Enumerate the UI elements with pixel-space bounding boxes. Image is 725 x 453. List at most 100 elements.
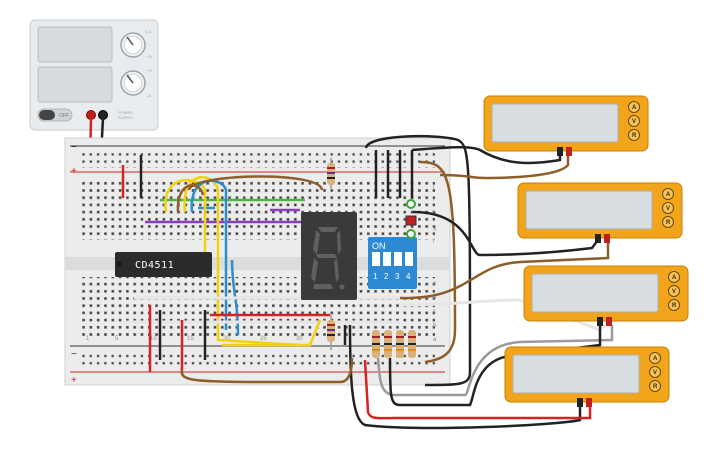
dip-number-1: 1 [373, 272, 378, 281]
multimeter-2[interactable]: A V R [517, 182, 683, 243]
brand-line-2: SUPPLY [118, 115, 134, 120]
wire-to-meter-1-brown[interactable] [439, 152, 570, 180]
wire-brown-right[interactable] [419, 160, 457, 364]
dip-toggle-3[interactable] [394, 252, 402, 266]
multimeter-2-com-probe[interactable] [595, 234, 601, 243]
multimeter-3-btn-a[interactable] [668, 271, 680, 283]
voltage-display [37, 26, 113, 63]
multimeter-2-label-v: V [666, 206, 670, 212]
resistor-top[interactable] [327, 158, 335, 190]
multimeter-4-btn-r[interactable] [649, 380, 661, 392]
multimeter-3-btn-v[interactable] [668, 285, 680, 297]
dip-toggle-2[interactable] [383, 252, 391, 266]
probe-green-2[interactable] [406, 229, 416, 239]
multimeter-1-pos-probe[interactable] [566, 147, 572, 156]
knob-label-cc: C.C. [145, 29, 153, 34]
multimeter-4-pos-probe[interactable] [586, 398, 592, 407]
wire-to-meter-3-white[interactable] [399, 298, 607, 332]
col-number-1: 1 [86, 336, 90, 342]
col-number-15: 15 [187, 336, 194, 342]
power-supply[interactable]: C.C. CV +V -A OFF POWER SUPPLY [29, 19, 159, 131]
multimeter-1-label-v: V [632, 119, 636, 125]
wire-brown-1[interactable] [176, 184, 205, 213]
row-letter-c: c [433, 309, 436, 315]
col-number-5: 5 [115, 336, 119, 342]
column-numbers: 1 5 10 15 20 25 30 [86, 336, 303, 342]
knob-label-v: +V [147, 68, 152, 73]
rail-plus-top: + [71, 166, 77, 177]
row-letter-e: e [433, 281, 437, 287]
cd4511-chip[interactable]: CD4511 [115, 252, 212, 277]
wire-blue-bottom[interactable] [230, 259, 240, 336]
chip-label: CD4511 [135, 260, 174, 271]
row-letter-a: a [433, 337, 437, 343]
multimeter-1-label-a: A [632, 105, 637, 111]
multimeter-1-label-r: R [632, 133, 637, 139]
wire-to-meter-2-black[interactable] [412, 210, 599, 257]
multimeter-2-btn-v[interactable] [662, 202, 674, 214]
wire-to-meter-1-black[interactable] [411, 146, 562, 165]
col-number-30: 30 [296, 336, 303, 342]
wire-yellow-2[interactable] [183, 176, 301, 347]
row-letter-b: b [433, 323, 437, 329]
multimeter-1-btn-r[interactable] [628, 129, 640, 141]
multimeter-3-label-r: R [672, 303, 677, 309]
dip-number-4: 4 [406, 272, 411, 281]
row-letter-d: d [433, 295, 436, 301]
dip-toggle-1[interactable] [372, 252, 380, 266]
wire-black-outer[interactable] [364, 134, 472, 387]
resistor-array[interactable] [372, 330, 416, 358]
wire-yellow-1[interactable] [164, 178, 207, 260]
multimeter-4-com-probe[interactable] [577, 398, 583, 407]
wire-to-meter-2-brown[interactable] [399, 240, 610, 300]
multimeter-3-btn-r[interactable] [668, 299, 680, 311]
dip-number-2: 2 [384, 272, 389, 281]
wire-yellow-bottom[interactable] [222, 319, 322, 347]
wire-to-meter-4-black[interactable] [348, 324, 582, 430]
probe-green-1[interactable] [406, 199, 416, 209]
multimeter-4-btn-v[interactable] [649, 366, 661, 378]
resistor-bottom[interactable] [327, 315, 335, 350]
multimeter-2-btn-a[interactable] [662, 188, 674, 200]
multimeter-4-btn-a[interactable] [649, 352, 661, 364]
multimeter-3-screen [531, 273, 659, 313]
multimeter-2-pos-probe[interactable] [604, 234, 610, 243]
seven-segment-display[interactable] [301, 212, 357, 300]
dip-on-label: ON [372, 241, 386, 251]
wire-to-meter-3-grey[interactable] [376, 325, 614, 397]
multimeter-3-pos-probe[interactable] [606, 317, 612, 326]
multimeter-1-btn-a[interactable] [628, 101, 640, 113]
multimeter-2-label-r: R [666, 220, 671, 226]
row-letter-f: f [433, 239, 435, 245]
rail-minus-top: − [71, 142, 77, 153]
row-letter-j: j [432, 183, 434, 189]
dip-toggle-4[interactable] [405, 252, 413, 266]
dip-switch[interactable]: ON 1 2 3 4 [368, 237, 417, 289]
probe-red[interactable] [405, 215, 417, 226]
wire-brown-top[interactable] [187, 175, 324, 191]
dip-number-3: 3 [395, 272, 400, 281]
multimeter-2-btn-r[interactable] [662, 216, 674, 228]
knob-label-cv: CV [147, 54, 153, 59]
current-knob[interactable] [120, 70, 146, 96]
multimeter-3[interactable]: A V R [523, 265, 689, 326]
row-letter-i: i [433, 197, 434, 203]
multimeter-3-label-a: A [672, 275, 677, 281]
multimeter-2-label-a: A [666, 192, 671, 198]
multimeter-1[interactable]: A V R [483, 95, 649, 156]
wire-to-meter-4-red[interactable] [363, 359, 592, 420]
multimeter-4-label-r: R [653, 384, 658, 390]
power-switch[interactable]: OFF [37, 108, 73, 122]
multimeter-1-com-probe[interactable] [557, 147, 563, 156]
col-number-20: 20 [223, 336, 230, 342]
multimeter-3-label-v: V [672, 289, 676, 295]
col-number-25: 25 [260, 336, 267, 342]
multimeter-1-btn-v[interactable] [628, 115, 640, 127]
segments [311, 227, 345, 290]
multimeter-4[interactable]: A V R [504, 346, 670, 407]
multimeter-3-com-probe[interactable] [597, 317, 603, 326]
voltage-knob[interactable] [120, 32, 146, 58]
col-number-10: 10 [150, 336, 157, 342]
wire-brown-bottom[interactable] [180, 357, 354, 384]
